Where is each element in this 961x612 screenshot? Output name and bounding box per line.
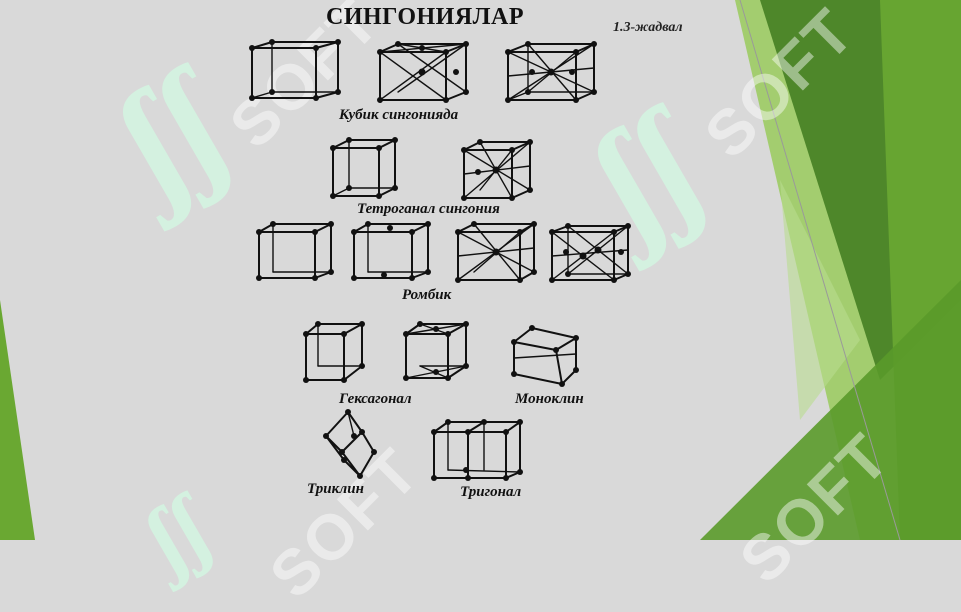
triclinic-icon <box>320 408 380 487</box>
caption-cubic: Кубик сингонияда <box>339 107 459 123</box>
tetragonal-body-centered-icon <box>458 138 536 207</box>
rhombic-base-centered-icon <box>348 220 434 289</box>
rhombic-primitive-icon <box>253 220 337 289</box>
rhombic-body-centered-icon <box>452 220 540 291</box>
caption-triclinic: Триклин <box>307 481 364 497</box>
primitive-cube-icon <box>246 38 344 107</box>
hexagonal-prism-icon <box>300 320 368 389</box>
hexagonal-centered-icon <box>400 320 472 389</box>
left-green-triangle <box>0 300 35 540</box>
face-centered-cube-icon <box>374 40 472 109</box>
decor-line <box>739 0 901 540</box>
right-bottom-green-triangle <box>700 280 961 540</box>
right-highlight-shape <box>780 180 860 420</box>
table-reference: 1.3-жадвал <box>613 20 683 35</box>
body-centered-cube-icon <box>502 40 600 109</box>
background-decoration <box>0 0 961 540</box>
caption-tetragonal: Тетроганал сингония <box>357 201 500 217</box>
caption-rhombic: Ромбик <box>402 287 452 303</box>
monoclinic-icon <box>508 324 582 395</box>
caption-monoclinic: Моноклин <box>515 391 584 407</box>
caption-hexagonal: Гексагонал <box>339 391 412 407</box>
caption-trigonal: Тригонал <box>460 484 522 500</box>
page-title: СИНГОНИЯЛАР <box>326 4 525 30</box>
rhombic-face-centered-icon <box>546 222 634 291</box>
trigonal-icon <box>428 418 526 489</box>
tetragonal-primitive-icon <box>327 136 401 205</box>
